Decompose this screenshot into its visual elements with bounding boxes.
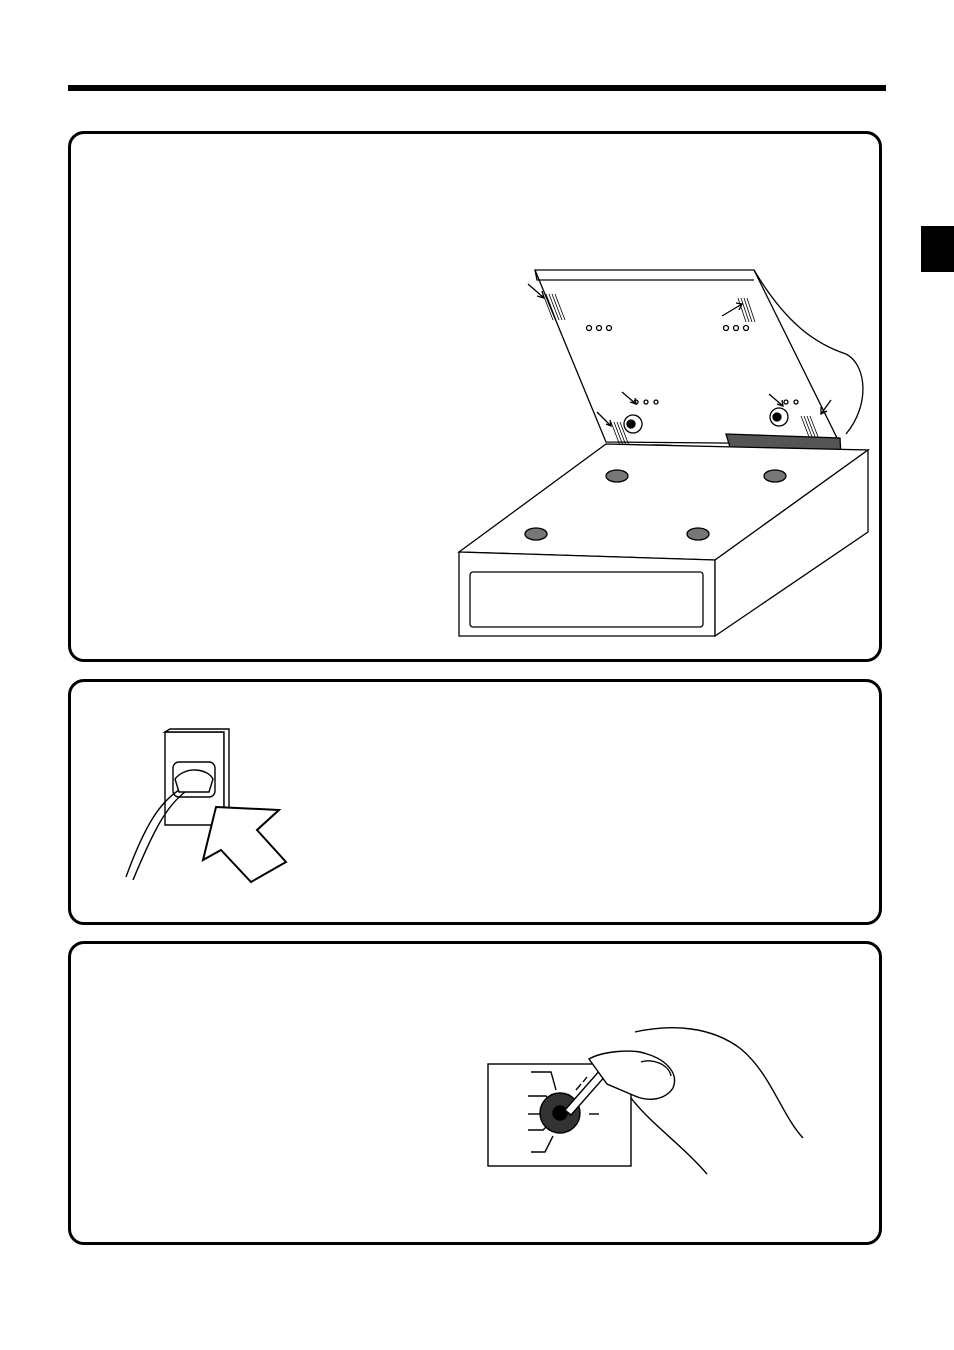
mode-key-switch-icon — [487, 1027, 804, 1175]
step-panel-mode-key — [68, 941, 882, 1245]
step-panel-open-cover — [68, 131, 882, 662]
register-with-open-cover-icon — [457, 269, 870, 638]
header-rule — [68, 85, 886, 91]
step-panel-plug-in — [68, 679, 882, 925]
chapter-tab-marker — [921, 226, 954, 272]
power-plug-outlet-icon — [125, 728, 288, 884]
